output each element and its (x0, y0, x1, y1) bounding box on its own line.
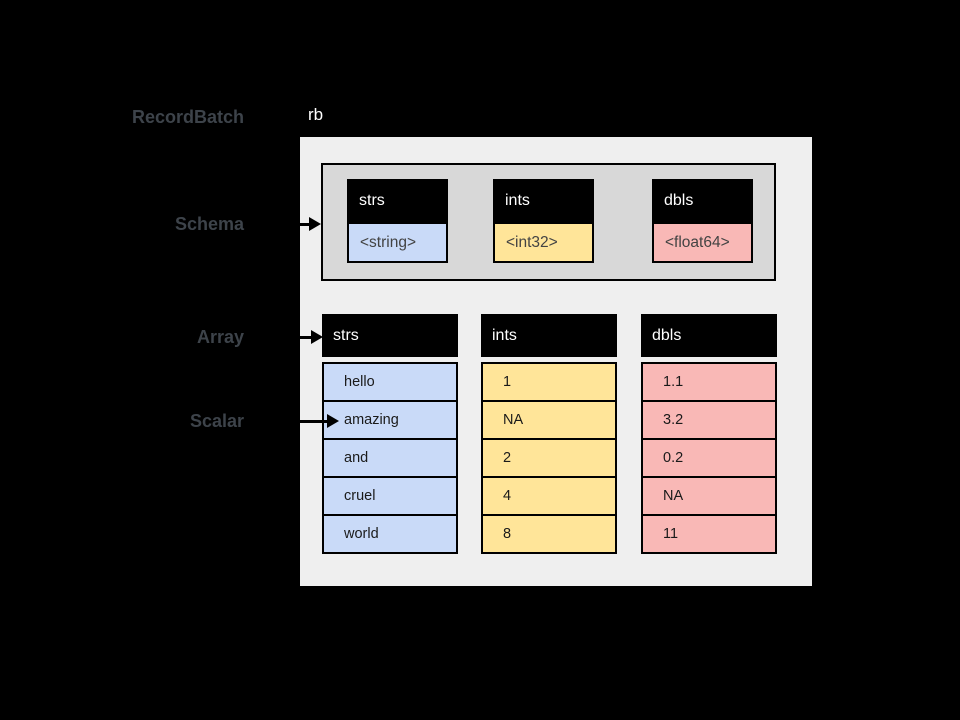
array-cell: NA (641, 476, 777, 516)
schema-field-dbls-name: dbls (652, 179, 753, 222)
schema-field-strs: strs <string> (347, 179, 448, 263)
arrow-head-icon (309, 217, 321, 231)
schema-arrow-icon (252, 217, 321, 231)
recordbatch-label: RecordBatch (131, 107, 244, 127)
arrow-head-icon (311, 330, 323, 344)
arrow-head-icon (327, 414, 339, 428)
schema-field-dbls: dbls <float64> (652, 179, 753, 263)
array-cell: and (322, 438, 458, 478)
array-column-strs: strs hello amazing and cruel world (322, 314, 458, 554)
scalar-label: Scalar (189, 411, 244, 431)
array-cell: hello (322, 362, 458, 402)
schema-label: Schema (174, 214, 244, 234)
array-cell: 4 (481, 476, 617, 516)
arrow-stem (252, 335, 312, 339)
array-cell: 1 (481, 362, 617, 402)
array-cell: NA (481, 400, 617, 440)
recordbatch-variable-name: rb (308, 105, 324, 124)
array-column-dbls: dbls 1.1 3.2 0.2 NA 11 (641, 314, 777, 554)
array-cell: cruel (322, 476, 458, 516)
schema-field-ints-name: ints (493, 179, 594, 222)
array-label: Array (196, 327, 244, 347)
arrow-stem (252, 419, 328, 423)
array-cell: 3.2 (641, 400, 777, 440)
array-column-ints-header: ints (481, 314, 617, 357)
schema-field-dbls-type: <float64> (652, 222, 753, 263)
schema-field-ints-type: <int32> (493, 222, 594, 263)
arrow-stem (252, 222, 310, 226)
array-cell: 0.2 (641, 438, 777, 478)
array-arrow-icon (252, 330, 323, 344)
schema-field-strs-type: <string> (347, 222, 448, 263)
array-column-ints: ints 1 NA 2 4 8 (481, 314, 617, 554)
array-cell: 8 (481, 514, 617, 554)
array-cell: world (322, 514, 458, 554)
array-column-strs-header: strs (322, 314, 458, 357)
schema-field-strs-name: strs (347, 179, 448, 222)
array-column-dbls-header: dbls (641, 314, 777, 357)
array-cell: 1.1 (641, 362, 777, 402)
scalar-arrow-icon (252, 414, 339, 428)
array-cell: amazing (322, 400, 458, 440)
array-cell: 2 (481, 438, 617, 478)
array-cell: 11 (641, 514, 777, 554)
schema-field-ints: ints <int32> (493, 179, 594, 263)
